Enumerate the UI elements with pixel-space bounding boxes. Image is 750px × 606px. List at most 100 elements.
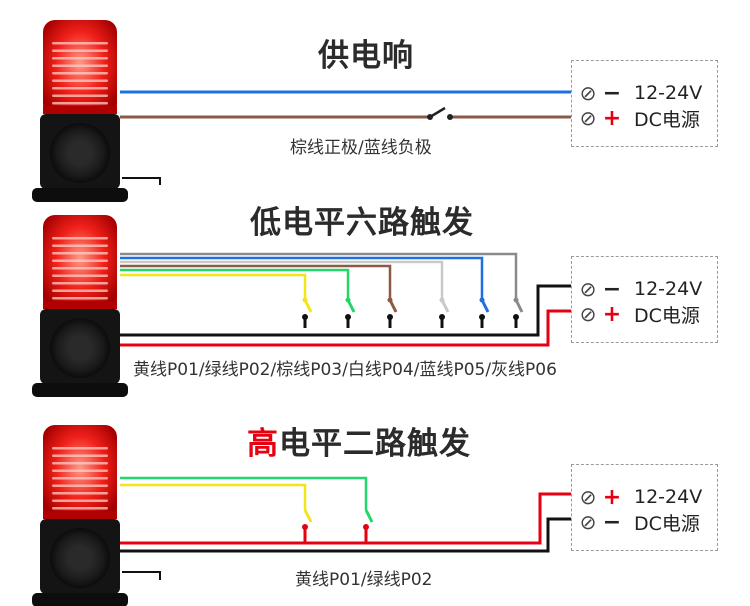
wire-positive-supply [545, 309, 575, 347]
trigger-wire-p04 [120, 260, 444, 300]
wire-note-low-level: 黄线P01/绿线P02/棕线P03/白线P04/蓝线P05/灰线P06 [133, 360, 557, 380]
speaker-center-1 [68, 141, 92, 165]
light-stripe-2 [52, 282, 108, 285]
wire-note-high-level: 黄线P01/绿线P02 [295, 570, 433, 590]
terminal-screw-icon: ⊘ [579, 106, 597, 130]
light-base-3 [43, 511, 117, 519]
light-stripe-2 [52, 297, 108, 300]
light-stripe-1 [52, 87, 108, 90]
section-title-power: 供电响 [318, 30, 414, 75]
trigger-switch-p01-contact [302, 314, 308, 320]
light-stripe-3 [52, 477, 108, 480]
section-title-high-level: 高电平二路触发 [247, 418, 471, 463]
voltage-label: 12-24V [634, 278, 703, 300]
trigger-switch-p05-top-dot [479, 297, 485, 303]
section-title-text: 电平二路触发 [279, 426, 471, 462]
light-dome-1 [43, 20, 117, 116]
light-base-2 [43, 301, 117, 309]
power-label: DC电源 [634, 108, 700, 131]
power-label: DC电源 [634, 512, 700, 535]
light-stripe-1 [52, 64, 108, 67]
terminal-row-1: ⊘ + 12-24V [578, 484, 703, 510]
light-stripe-1 [52, 49, 108, 52]
light-stripe-1 [52, 94, 108, 97]
terminal-screw-icon: ⊘ [579, 277, 597, 301]
trigger-wire-p05 [120, 256, 484, 300]
polarity-plus: + [602, 105, 622, 131]
high-switch-p02-blade [364, 509, 374, 523]
trigger-wire-p01 [120, 273, 307, 300]
terminal-screw-icon: ⊘ [579, 81, 597, 105]
light-stripe-2 [52, 252, 108, 255]
polarity-minus: − [602, 80, 622, 106]
light-base-1 [43, 106, 117, 114]
polarity-plus: + [602, 484, 622, 510]
trigger-switch-p03-top-dot [387, 297, 393, 303]
mount-base-1 [32, 188, 128, 202]
light-stripe-2 [52, 289, 108, 292]
trigger-switch-p01-top-dot [302, 297, 308, 303]
voltage-label: 12-24V [634, 82, 703, 104]
trigger-switch-p06-top-dot [513, 297, 519, 303]
light-stripe-2 [52, 267, 108, 270]
cable-stub-3 [122, 571, 161, 580]
terminal-screw-icon: ⊘ [579, 302, 597, 326]
trigger-wire-p06 [120, 252, 518, 300]
trigger-switch-p04-contact [439, 314, 445, 320]
light-stripe-1 [52, 72, 108, 75]
wire-high-positive [120, 492, 575, 545]
mount-base-2 [32, 383, 128, 397]
light-dome-3 [43, 425, 117, 521]
light-stripe-2 [52, 274, 108, 277]
trigger-switch-p02-top-dot [345, 297, 351, 303]
polarity-minus: − [602, 509, 622, 535]
power-switch-contact-left [427, 114, 433, 120]
speaker-center-2 [68, 336, 92, 360]
power-switch-contact-right [447, 114, 453, 120]
light-stripe-3 [52, 492, 108, 495]
light-stripe-2 [52, 237, 108, 240]
terminal-row-2: ⊘ + DC电源 [578, 301, 700, 327]
cable-stub-1 [122, 177, 161, 185]
mount-base-3 [32, 593, 128, 606]
light-stripe-1 [52, 42, 108, 45]
light-stripe-1 [52, 57, 108, 60]
trigger-switch-p04-top-dot [439, 297, 445, 303]
terminal-row-2: ⊘ − DC电源 [578, 509, 700, 535]
high-switch-p01-blade [303, 509, 313, 523]
trigger-wire-p03 [120, 264, 392, 300]
light-stripe-3 [52, 462, 108, 465]
terminal-block-power: ⊘ − 12-24V ⊘ + DC电源 [571, 60, 718, 147]
trigger-switch-p03-contact [387, 314, 393, 320]
polarity-plus: + [602, 301, 622, 327]
trigger-wire-high-p02 [120, 476, 368, 510]
light-stripe-3 [52, 454, 108, 457]
light-stripe-3 [52, 484, 108, 487]
section-title-text: 供电响 [318, 38, 414, 74]
light-stripe-3 [52, 447, 108, 450]
terminal-row-1: ⊘ − 12-24V [578, 80, 703, 106]
terminal-row-1: ⊘ − 12-24V [578, 276, 703, 302]
light-stripe-3 [52, 499, 108, 502]
terminal-block-high-level: ⊘ + 12-24V ⊘ − DC电源 [571, 464, 718, 551]
speaker-center-3 [68, 546, 92, 570]
section-title-accent: 高 [247, 426, 279, 462]
light-stripe-2 [52, 259, 108, 262]
polarity-minus: − [602, 276, 622, 302]
terminal-row-2: ⊘ + DC电源 [578, 105, 700, 131]
terminal-screw-icon: ⊘ [579, 485, 597, 509]
wire-note-power: 棕线正极/蓝线负极 [290, 138, 432, 158]
voltage-label: 12-24V [634, 486, 703, 508]
section-title-low-level: 低电平六路触发 [250, 197, 474, 242]
section-title-text: 低电平六路触发 [250, 205, 474, 241]
light-stripe-3 [52, 469, 108, 472]
light-dome-2 [43, 215, 117, 311]
light-stripe-1 [52, 102, 108, 105]
trigger-switch-p02-contact [345, 314, 351, 320]
terminal-block-low-level: ⊘ − 12-24V ⊘ + DC电源 [571, 256, 718, 343]
light-stripe-3 [52, 507, 108, 510]
trigger-wire-high-p01 [120, 483, 307, 510]
wire-common-negative [120, 284, 575, 337]
